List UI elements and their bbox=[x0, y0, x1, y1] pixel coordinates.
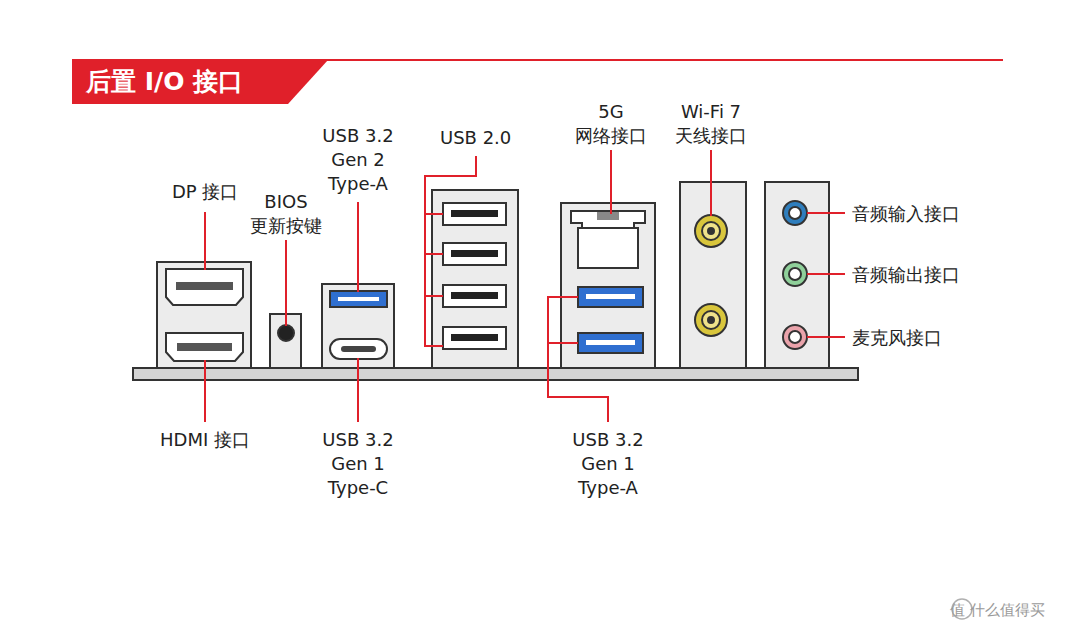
title-text: 后置 I/O 接口 bbox=[86, 66, 243, 98]
usb2-port-tongue bbox=[451, 292, 498, 299]
usb2-port bbox=[443, 327, 506, 349]
usb-a-c-ports bbox=[322, 284, 394, 368]
port-label: USB 3.2 Gen 1 Type-C bbox=[316, 428, 400, 500]
port-label: USB 3.2 Gen 2 Type-A bbox=[316, 124, 400, 196]
usb2-port-tongue bbox=[451, 210, 498, 217]
wifi-antenna-connectors bbox=[680, 182, 746, 368]
port-label: BIOS 更新按键 bbox=[241, 190, 331, 238]
port-label: DP 接口 bbox=[172, 180, 238, 204]
port-label: HDMI 接口 bbox=[160, 428, 250, 452]
usb2-port-tongue bbox=[451, 250, 498, 257]
usb2-port bbox=[443, 285, 506, 307]
port-label: 麦克风接口 bbox=[852, 326, 942, 350]
leader-lines bbox=[205, 150, 845, 422]
port-label: 音频输出接口 bbox=[852, 263, 960, 287]
usb2-port bbox=[443, 243, 506, 265]
port-label: USB 2.0 bbox=[440, 126, 511, 150]
port-label: USB 3.2 Gen 1 Type-A bbox=[566, 428, 650, 500]
video-ports bbox=[157, 262, 251, 368]
io-shield-bar bbox=[133, 368, 858, 380]
port-label: 5G 网络接口 bbox=[566, 100, 656, 148]
usb2-port bbox=[443, 203, 506, 225]
watermark: 值 什么值得买 bbox=[950, 598, 1045, 622]
usb2-port-tongue bbox=[451, 334, 498, 341]
port-label: Wi-Fi 7 天线接口 bbox=[666, 100, 756, 148]
title-banner bbox=[72, 60, 328, 104]
port-label: 音频输入接口 bbox=[852, 202, 960, 226]
usb2-ports bbox=[432, 190, 518, 368]
